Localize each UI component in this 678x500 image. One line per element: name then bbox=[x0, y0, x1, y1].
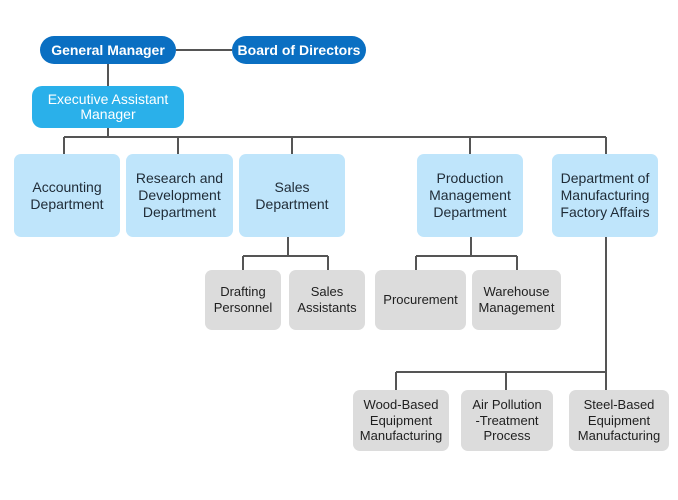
production-management-department-node: Production Management Department bbox=[417, 154, 523, 237]
steel-based-manufacturing-node: Steel-Based Equipment Manufacturing bbox=[569, 390, 669, 451]
executive-assistant-manager-node: Executive Assistant Manager bbox=[32, 86, 184, 128]
accounting-department-node: Accounting Department bbox=[14, 154, 120, 237]
drafting-personnel-node: Drafting Personnel bbox=[205, 270, 281, 330]
warehouse-management-node: Warehouse Management bbox=[472, 270, 561, 330]
connector-sales-sub bbox=[242, 237, 329, 270]
sales-assistants-node: Sales Assistants bbox=[289, 270, 365, 330]
connector-manufacturing-sub bbox=[395, 237, 607, 390]
general-manager-node: General Manager bbox=[40, 36, 176, 64]
air-pollution-treatment-node: Air Pollution -Treatment Process bbox=[461, 390, 553, 451]
rnd-department-node: Research and Development Department bbox=[126, 154, 233, 237]
connector-production-sub bbox=[415, 237, 518, 270]
sales-department-node: Sales Department bbox=[239, 154, 345, 237]
procurement-node: Procurement bbox=[375, 270, 466, 330]
manufacturing-factory-affairs-node: Department of Manufacturing Factory Affa… bbox=[552, 154, 658, 237]
wood-based-manufacturing-node: Wood-Based Equipment Manufacturing bbox=[353, 390, 449, 451]
board-of-directors-node: Board of Directors bbox=[232, 36, 366, 64]
